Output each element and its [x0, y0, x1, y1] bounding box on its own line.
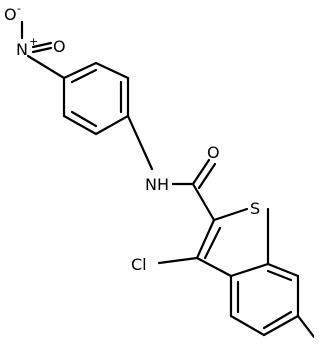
bond-ring1-e [62, 114, 98, 136]
bond-n-o-double [31, 41, 53, 49]
bond-c-o-2 [197, 162, 217, 190]
bond-c3a-c7a [229, 262, 270, 278]
atom-n-nitro: N [16, 40, 28, 59]
bond-ring1-a [62, 61, 98, 80]
charge-minus: - [17, 2, 21, 15]
bond-c-c2 [191, 182, 216, 222]
bond-c4-c5 [229, 314, 266, 337]
atom-amide-o: O [207, 143, 220, 162]
bond-c3-c3a [195, 256, 233, 278]
bond-c3-cl [157, 256, 199, 265]
bond-c2-c3-double [203, 226, 222, 260]
bond-c5-c6 [262, 314, 300, 337]
bond-c-o-1 [191, 158, 211, 186]
bond-c7-c7a [266, 262, 300, 278]
bond-benzo-inner-2 [262, 310, 293, 330]
atom-o-minus: O [4, 5, 17, 24]
bond-n-ring [26, 54, 66, 80]
atom-amide-nh: NH [145, 175, 169, 194]
bond-n-o-double-2 [31, 46, 53, 54]
charge-plus: + [29, 35, 38, 48]
bond-ring1-inner-3 [70, 110, 98, 128]
atom-o-nitro: O [53, 37, 66, 56]
atom-chlorine: Cl [131, 255, 147, 274]
bond-ring1-b [94, 61, 130, 80]
bond-ring1-inner-1 [70, 68, 98, 84]
bond-c2-c3 [195, 218, 216, 260]
bond-c2-s [212, 207, 249, 222]
bond-ring-nh [126, 114, 154, 171]
atom-sulfur: S [250, 199, 260, 218]
bond-methyl [296, 314, 314, 339]
bond-benzo-inner-3 [266, 269, 293, 282]
bond-ring1-d [94, 114, 130, 136]
